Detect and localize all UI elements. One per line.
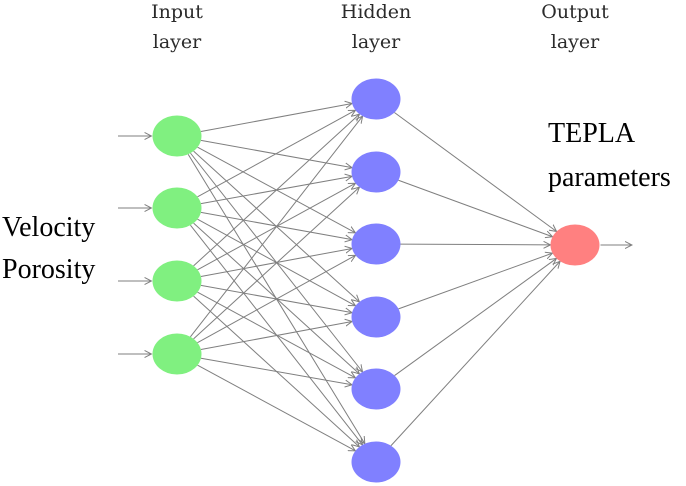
input-4-to-hidden-3-edge	[197, 255, 355, 344]
input-3-to-hidden-1-edge	[193, 114, 360, 267]
input-4-to-hidden-6-edge	[197, 364, 356, 451]
hidden-5-to-output-1-edge	[394, 258, 557, 376]
input-4-to-hidden-4-edge	[200, 321, 352, 351]
hidden-node-5	[351, 368, 401, 410]
input-1-to-hidden-1-edge	[200, 103, 352, 133]
output-label-tepla: TEPLA	[548, 118, 636, 149]
hidden-node-2	[351, 151, 401, 193]
connections	[118, 103, 632, 450]
hidden-4-to-output-1-edge	[398, 253, 552, 310]
hidden-6-to-output-1-edge	[390, 261, 560, 447]
input-node-2	[152, 187, 202, 229]
hidden-node-6	[351, 441, 401, 483]
output-label-parameters: parameters	[548, 162, 671, 193]
input-4-to-hidden-5-edge	[200, 357, 352, 385]
hidden-2-to-output-1-edge	[398, 179, 552, 237]
input-node-4	[152, 333, 202, 375]
input-layer-title-line2: layer	[153, 31, 202, 53]
hidden-node-1	[351, 78, 401, 120]
input-4-to-hidden-1-edge	[190, 116, 362, 338]
input-layer-title-line1: Input	[151, 1, 203, 23]
output-node-1	[550, 224, 600, 266]
input-node-3	[152, 260, 202, 302]
hidden-layer-title-line2: layer	[352, 31, 401, 53]
hidden-layer-title-line1: Hidden	[341, 1, 411, 23]
hidden-node-3	[351, 223, 401, 265]
neurons	[152, 78, 600, 483]
hidden-node-4	[351, 296, 401, 338]
hidden-3-to-output-1-edge	[400, 244, 550, 245]
hidden-1-to-output-1-edge	[394, 112, 556, 232]
input-label-porosity: Porosity	[2, 254, 95, 285]
output-layer-title-line2: layer	[551, 31, 600, 53]
input-label-velocity: Velocity	[2, 212, 95, 243]
input-4-to-hidden-2-edge	[193, 187, 360, 340]
output-layer-title-line1: Output	[541, 1, 609, 23]
input-2-to-hidden-1-edge	[197, 110, 355, 198]
input-node-1	[152, 115, 202, 157]
